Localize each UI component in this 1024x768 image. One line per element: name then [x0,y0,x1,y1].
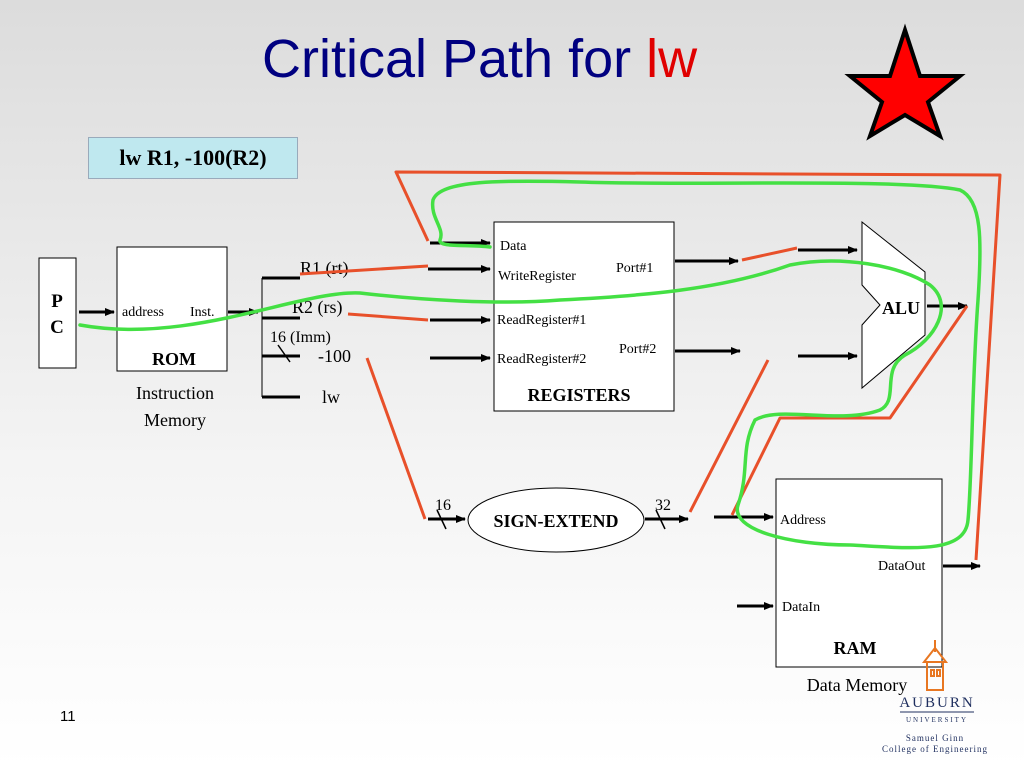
ram-name: RAM [834,638,877,658]
field-rs: R2 (rs) [292,297,343,318]
field-imm: 16 (Imm) [270,329,331,346]
ram-caption: Data Memory [807,675,907,695]
rom-name: ROM [152,349,196,369]
ram-datain-label: DataIn [782,600,820,615]
auburn-logo: AUBURN UNIVERSITY Samuel Ginn College of… [882,640,988,754]
field-imm-value: -100 [318,346,351,366]
alu-name: ALU [882,298,920,318]
rom-address-label: address [122,305,164,320]
rom-inst-label: Inst. [190,305,215,320]
pc-box [38,257,77,369]
sign-extend-out-bits: 32 [655,497,671,514]
logo-sub: UNIVERSITY [906,716,968,724]
reg-readregister1-label: ReadRegister#1 [497,313,586,328]
star-icon [844,23,966,141]
rom-caption-line1: Instruction [136,383,214,403]
field-rt: R1 (rt) [300,258,349,279]
registers-name: REGISTERS [527,385,630,405]
rom-box [116,246,228,372]
pc-label-p: P [51,291,63,312]
title-main: Critical Path for [262,29,647,89]
ram-address-label: Address [780,513,826,528]
critical-path-green [78,179,982,550]
ram-dataout-label: DataOut [878,559,926,574]
reg-data-label: Data [500,239,527,254]
sign-extend-name: SIGN-EXTEND [493,511,618,531]
instruction-box: lw R1, -100(R2) [88,137,298,179]
reg-readregister2-label: ReadRegister#2 [497,352,586,367]
critical-path-red [299,170,1002,561]
sign-extend-shape [467,487,645,553]
logo-name: AUBURN [899,695,974,711]
auburn-tower-icon [921,640,949,691]
slide-title: Critical Path for lw [262,28,697,90]
slide-number: 11 [60,708,76,725]
rom-caption-line2: Memory [144,410,206,430]
logo-college-line1: Samuel Ginn [906,733,964,743]
ram-box [775,478,943,668]
reg-port2-label: Port#2 [619,342,656,357]
registers-box [493,221,675,412]
reg-writeregister-label: WriteRegister [498,269,576,284]
reg-port1-label: Port#1 [616,261,653,276]
logo-college-line2: College of Engineering [882,744,988,754]
title-highlight: lw [646,29,698,89]
sign-extend-in-bits: 16 [435,497,451,514]
field-opcode: lw [322,387,340,407]
pc-label-c: C [50,317,64,338]
